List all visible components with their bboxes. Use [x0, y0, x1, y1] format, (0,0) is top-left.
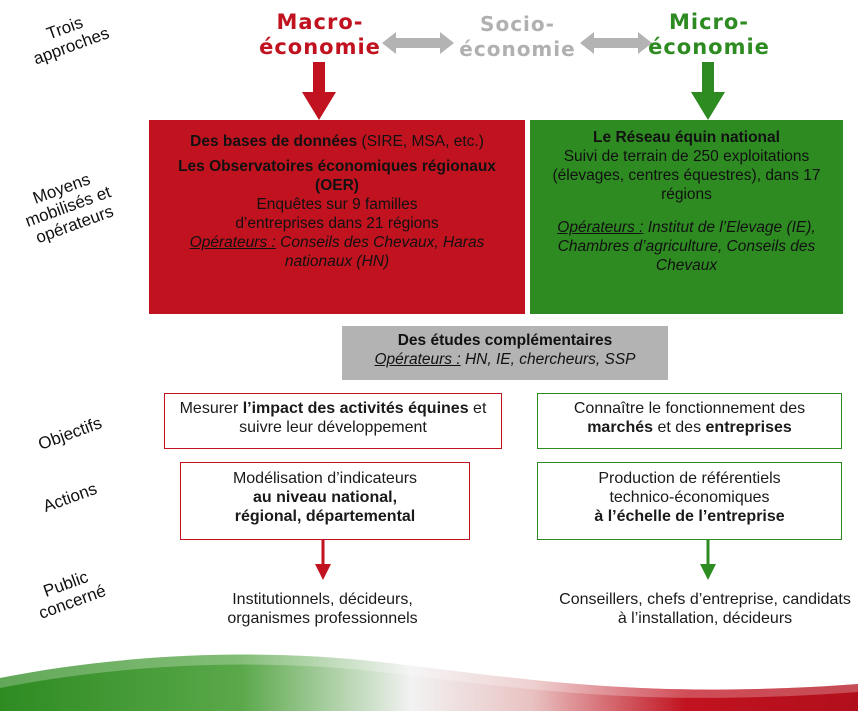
socio-line1: Socio- [480, 12, 555, 36]
objective-micro-pre: Connaître le fonctionnement des [573, 400, 806, 417]
objective-macro-pre: Mesurer [179, 400, 243, 417]
reseau-equin-title: Le Réseau équin national [593, 129, 780, 146]
macro-economie-title: Macro- économie [255, 10, 385, 60]
socio-line2: économie [459, 37, 576, 61]
arrow-down-green-small-icon [700, 540, 716, 580]
oer-title: Les Observatoires économiques régionaux … [178, 158, 496, 194]
complementary-operators-list: HN, IE, chercheurs, SSP [460, 351, 636, 368]
macro-operators-list: Conseils des Chevaux, Haras nationaux (H… [275, 234, 485, 270]
micro-operators-label: Opérateurs : [557, 219, 644, 236]
label-means: Moyens mobilisés et opérateurs [22, 169, 116, 248]
objective-micro-bold1: marchés [587, 419, 654, 436]
action-micro-box: Production de référentiels technico-écon… [537, 462, 842, 540]
complementary-operators: Opérateurs : HN, IE, chercheurs, SSP [348, 350, 662, 369]
micro-operators: Opérateurs : Institut de l’Elevage (IE),… [538, 218, 835, 275]
action-micro-bold: à l’échelle de l’entreprise [594, 508, 785, 525]
action-macro-box: Modélisation d’indicateurs au niveau nat… [180, 462, 470, 540]
public-macro: Institutionnels, décideurs, organismes p… [227, 591, 418, 627]
macro-operators-label: Opérateurs : [189, 234, 276, 251]
socio-economie-title: Socio- économie [455, 12, 580, 62]
micro-means-box: Le Réseau équin national Suivi de terrai… [530, 120, 843, 314]
double-arrow-right-icon [580, 32, 652, 54]
micro-operators-list: Institut de l’Elevage (IE), Chambres d’a… [557, 219, 816, 274]
double-arrow-left-icon [382, 32, 454, 54]
reseau-equin-detail: Suivi de terrain de 250 exploitations (é… [552, 148, 821, 203]
objective-micro-mid: et des [653, 419, 706, 436]
macro-means-box: Des bases de données (SIRE, MSA, etc.) L… [149, 120, 525, 314]
micro-economie-title: Micro- économie [644, 10, 774, 60]
complementary-operators-label: Opérateurs : [374, 351, 461, 368]
arrow-down-red-small-icon [315, 540, 331, 580]
objective-macro-bold: l’impact des activités équines [242, 400, 469, 417]
objective-micro-box: Connaître le fonctionnement des marchés … [537, 393, 842, 449]
public-micro: Conseillers, chefs d’entreprise, candida… [559, 591, 851, 627]
action-macro-bold: au niveau national, régional, départemen… [234, 489, 416, 525]
tricolor-wave-decoration [0, 654, 858, 711]
objective-macro-box: Mesurer l’impact des activités équines e… [164, 393, 502, 449]
micro-line1: Micro- [668, 10, 750, 34]
action-macro-line1: Modélisation d’indicateurs [232, 470, 418, 487]
macro-line2: économie [259, 35, 381, 59]
complementary-studies-title: Des études complémentaires [397, 332, 613, 349]
oer-surveys: Enquêtes sur 9 familles d’entreprises da… [235, 196, 439, 232]
label-approaches: Trois approches [30, 12, 112, 69]
objective-macro-post: et suivre leur développement [239, 400, 487, 436]
macro-line1: Macro- [276, 10, 364, 34]
micro-line2: économie [648, 35, 770, 59]
macro-operators: Opérateurs : Conseils des Chevaux, Haras… [159, 233, 515, 271]
action-micro-line1: Production de référentiels technico-écon… [598, 470, 781, 506]
objective-micro-bold2: entreprises [705, 419, 792, 436]
label-public: Public concerné [36, 567, 109, 623]
databases-detail: (SIRE, MSA, etc.) [357, 133, 484, 150]
arrow-down-green-icon [691, 62, 725, 120]
arrow-down-red-icon [302, 62, 336, 120]
complementary-studies-box: Des études complémentaires Opérateurs : … [342, 326, 668, 380]
databases-title: Des bases de données [190, 133, 358, 150]
label-objectives: Objectifs [35, 413, 105, 454]
label-actions: Actions [40, 479, 100, 516]
